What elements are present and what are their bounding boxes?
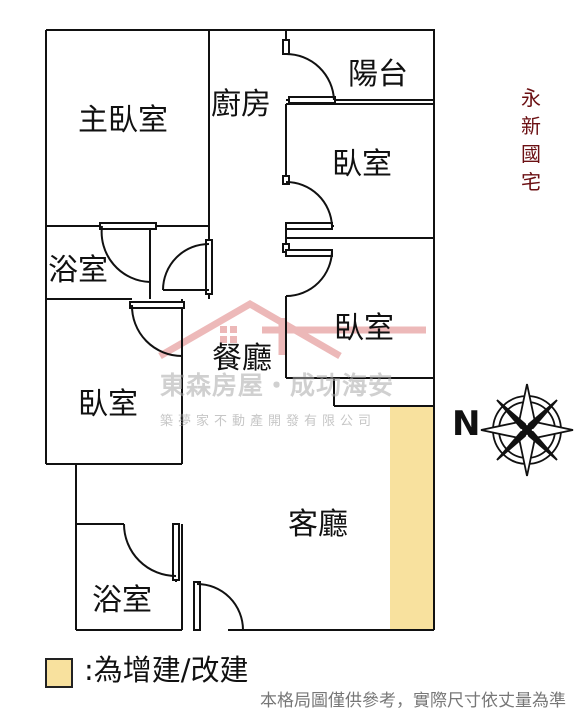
watermark-window-icon [220,326,237,343]
room-living: 客廳 [288,507,348,542]
legend-label: :為增建/改建 [84,653,249,687]
disclaimer-text: 本格局圖僅供參考，實際尺寸依丈量為準 [260,691,566,711]
addition-area [390,406,434,630]
room-balcony: 陽台 [348,57,408,92]
watermark-house-icon [158,299,426,360]
community-char: 新 [521,114,541,138]
room-bedroom-lower: 臥室 [78,387,138,422]
room-bath-lower: 浴室 [92,583,152,618]
room-bath-upper: 浴室 [48,253,108,288]
community-name: 永 新 國 宅 [519,84,543,196]
watermark-slogan: 築夢家不動產開發有限公司 [160,414,377,429]
room-bedroom-middle: 臥室 [334,311,394,346]
north-label: N [452,404,481,444]
community-char: 永 [521,86,541,110]
compass-rose-icon [480,383,574,477]
door-master [162,239,213,295]
door-entrance [193,581,244,631]
door-bedroom-lower [129,301,185,357]
door-bath-lower [123,523,180,581]
community-char: 宅 [521,170,541,194]
room-master-bedroom: 主臥室 [78,103,168,138]
room-bedroom-upper: 臥室 [332,147,392,182]
watermark-brand: 東森房屋・成功海安 [160,371,395,400]
room-kitchen: 廚房 [211,87,271,122]
door-bath-upper [99,222,157,283]
legend-swatch [45,658,73,688]
community-char: 國 [521,142,541,166]
room-dining: 餐廳 [212,341,272,376]
walls [45,29,435,631]
door-balcony [282,39,336,104]
door-bedroom-upper [282,175,333,230]
door-bedroom-middle [282,243,333,297]
